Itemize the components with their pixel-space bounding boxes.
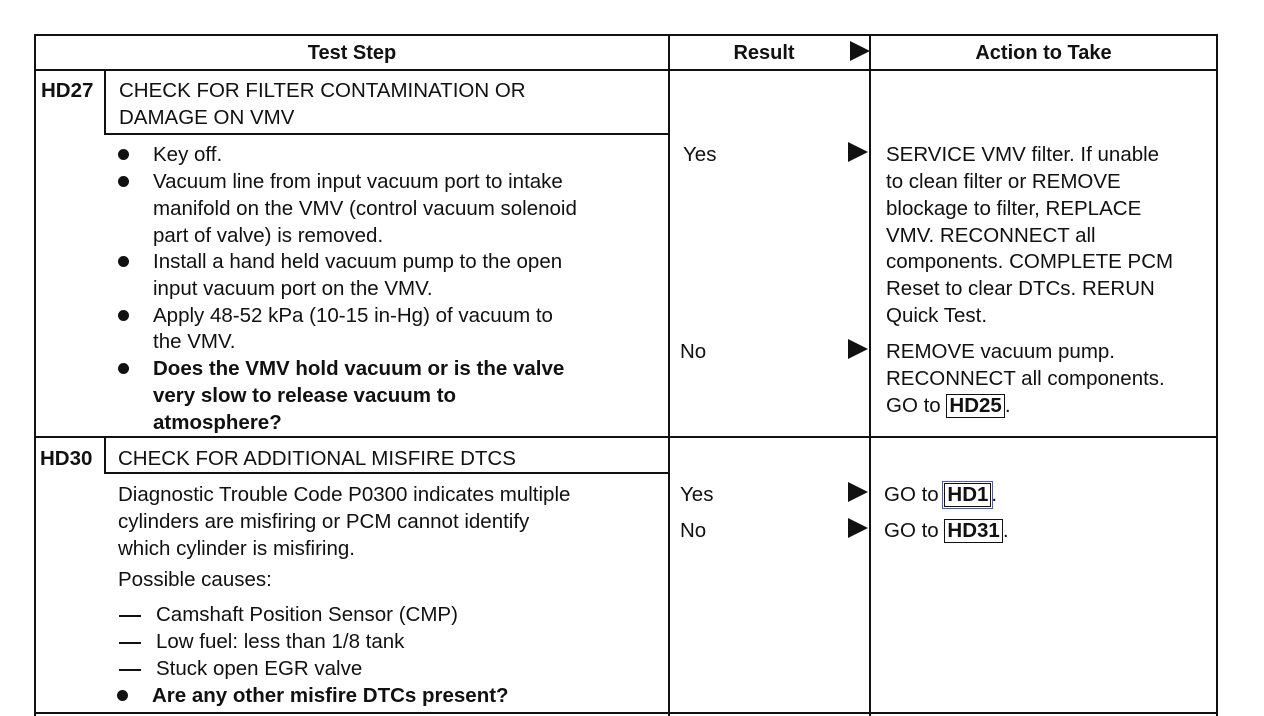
hd27-no-action-2: RECONNECT all components. xyxy=(886,367,1165,390)
goto-hd1-link[interactable]: HD1 xyxy=(942,481,994,509)
hd27-question-cont: atmosphere? xyxy=(153,411,282,434)
yes-arrow-icon xyxy=(848,142,868,162)
header-action: Action to Take xyxy=(975,42,1112,64)
hd27-yes-action-6: Reset to clear DTCs. RERUN xyxy=(886,277,1155,300)
table-right-border xyxy=(1216,34,1218,716)
hd30-question: Are any other misfire DTCs present? xyxy=(152,684,509,707)
goto-prefix: GO to xyxy=(884,483,939,506)
hd27-step-2-cont: manifold on the VMV (control vacuum sole… xyxy=(153,197,577,220)
dash-icon xyxy=(119,642,141,644)
hd27-yes-action-4: VMV. RECONNECT all xyxy=(886,224,1096,247)
hd30-code: HD30 xyxy=(40,447,93,470)
hd27-step-3: Install a hand held vacuum pump to the o… xyxy=(153,250,563,273)
hd27-yes-action-5: components. COMPLETE PCM xyxy=(886,250,1174,273)
hd27-no-action-1: REMOVE vacuum pump. xyxy=(886,340,1115,363)
bullet-icon xyxy=(117,690,128,701)
hd30-desc-2: cylinders are misfiring or PCM cannot id… xyxy=(118,510,530,533)
hd30-cause-1: Camshaft Position Sensor (CMP) xyxy=(156,603,458,626)
hd27-yes-action-7: Quick Test. xyxy=(886,304,988,327)
row-divider xyxy=(34,436,1218,438)
hd27-question: Does the VMV hold vacuum or is the valve xyxy=(153,357,565,380)
table-bottom-rule xyxy=(34,712,1218,714)
code-col-divider-hd30 xyxy=(104,436,106,474)
hd27-step-3-cont: input vacuum port on the VMV. xyxy=(153,277,433,300)
hd30-desc-3: which cylinder is misfiring. xyxy=(118,537,355,560)
hd30-cause-2: Low fuel: less than 1/8 tank xyxy=(156,630,405,653)
yes-arrow-icon xyxy=(848,482,868,502)
hd30-cause-3: Stuck open EGR valve xyxy=(156,657,363,680)
hd30-yes-label: Yes xyxy=(680,483,714,506)
hd27-yes-label: Yes xyxy=(683,143,717,166)
code-col-divider-hd27 xyxy=(104,69,106,135)
hd27-title-rule xyxy=(104,133,669,135)
hd27-no-goto: GO to HD25. xyxy=(886,392,1011,419)
col-divider-result-action xyxy=(869,34,871,716)
hd27-title-line2: DAMAGE ON VMV xyxy=(119,106,295,129)
dash-icon xyxy=(119,615,141,617)
table-top-border xyxy=(34,34,1218,36)
hd30-no-label: No xyxy=(680,519,707,542)
hd27-step-1: Key off. xyxy=(153,143,223,166)
hd27-step-2: Vacuum line from input vacuum port to in… xyxy=(153,170,563,193)
hd27-title-line1: CHECK FOR FILTER CONTAMINATION OR xyxy=(119,79,526,102)
goto-prefix: GO to xyxy=(886,394,941,417)
bullet-icon xyxy=(118,176,129,187)
hd27-question-cont: very slow to release vacuum to xyxy=(153,384,457,407)
col-divider-step-result xyxy=(668,34,670,716)
hd27-yes-action-1: SERVICE VMV filter. If unable xyxy=(886,143,1160,166)
bullet-icon xyxy=(118,256,129,267)
no-arrow-icon xyxy=(848,339,868,359)
hd30-title-rule xyxy=(104,472,669,474)
hd30-desc-1: Diagnostic Trouble Code P0300 indicates … xyxy=(118,483,571,506)
hd27-step-4-cont: the VMV. xyxy=(153,330,236,353)
hd27-code: HD27 xyxy=(41,79,94,102)
hd30-possible-causes: Possible causes: xyxy=(118,568,272,591)
hd30-no-goto: GO to HD31. xyxy=(884,517,1009,544)
hd27-step-2-cont: part of valve) is removed. xyxy=(153,224,384,247)
goto-hd31-link[interactable]: HD31 xyxy=(944,519,1003,543)
no-arrow-icon xyxy=(848,518,868,538)
hd27-step-4: Apply 48-52 kPa (10-15 in-Hg) of vacuum … xyxy=(153,304,553,327)
hd30-yes-goto: GO to HD1. xyxy=(884,481,998,509)
goto-hd25-link[interactable]: HD25 xyxy=(946,394,1005,418)
header-test-step: Test Step xyxy=(307,42,397,64)
hd27-yes-action-3: blockage to filter, REPLACE xyxy=(886,197,1142,220)
goto-suffix: . xyxy=(991,483,998,506)
hd30-title: CHECK FOR ADDITIONAL MISFIRE DTCS xyxy=(118,447,516,470)
bullet-icon xyxy=(118,310,129,321)
header-bottom-rule xyxy=(34,69,1218,71)
hd27-yes-action-2: to clean filter or REMOVE xyxy=(886,170,1121,193)
header-result: Result xyxy=(733,42,795,64)
bullet-icon xyxy=(118,363,129,374)
goto-suffix: . xyxy=(1002,519,1009,542)
goto-suffix: . xyxy=(1004,394,1011,417)
dash-icon xyxy=(119,669,141,671)
hd27-no-label: No xyxy=(680,340,707,363)
goto-prefix: GO to xyxy=(884,519,939,542)
bullet-icon xyxy=(118,149,129,160)
header-arrow-icon xyxy=(850,41,870,61)
table-left-border xyxy=(34,34,36,716)
